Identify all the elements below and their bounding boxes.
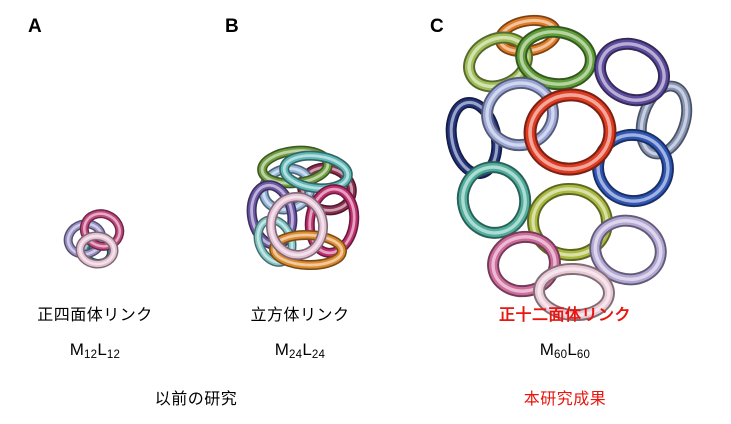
- link-ring: [279, 150, 353, 194]
- formula-symbol: M: [69, 340, 84, 359]
- formula-m24l24: M24L24: [225, 340, 375, 361]
- formula-symbol: M: [274, 340, 289, 359]
- panel-a-letter: A: [28, 16, 42, 37]
- dodecahedral-link-label: 正十二面体リンク: [498, 307, 631, 324]
- cube-link-label: 立方体リンク: [250, 307, 350, 324]
- formula-m12l12: M12L12: [20, 340, 170, 361]
- formula-subscript: 12: [83, 349, 98, 361]
- formula-symbol: L: [97, 340, 107, 359]
- panel-c-letter: C: [430, 16, 444, 37]
- link-ring: [79, 209, 125, 251]
- link-ring: [515, 25, 597, 91]
- formula-subscript: 24: [311, 349, 326, 361]
- link-ring: [533, 262, 615, 322]
- link-ring: [304, 184, 360, 258]
- link-ring: [456, 161, 532, 239]
- previous-research-caption: 以前の研究: [154, 391, 238, 408]
- formula-m60l60: M60L60: [465, 340, 665, 361]
- link-ring: [635, 80, 693, 160]
- panel-b-letter: B: [225, 16, 239, 37]
- link-ring: [593, 37, 671, 107]
- formula-subscript: 60: [576, 349, 591, 361]
- link-ring: [75, 231, 119, 269]
- link-ring: [269, 229, 347, 271]
- formula-subscript: 60: [553, 349, 568, 361]
- tetrahedral-link-model: [63, 209, 125, 269]
- formula-symbol: L: [302, 340, 312, 359]
- formula-subscript: 12: [106, 349, 121, 361]
- current-result-caption: 本研究成果: [523, 391, 607, 408]
- link-ring: [265, 192, 329, 260]
- link-ring: [589, 214, 667, 286]
- tetrahedral-link-label: 正四面体リンク: [37, 307, 153, 324]
- formula-subscript: 24: [288, 349, 303, 361]
- formula-symbol: L: [567, 340, 577, 359]
- link-ring: [523, 88, 617, 176]
- dodecahedral-link-model: [445, 14, 693, 322]
- formula-symbol: M: [539, 340, 554, 359]
- link-ring: [487, 230, 561, 298]
- cube-link-model: [246, 145, 360, 271]
